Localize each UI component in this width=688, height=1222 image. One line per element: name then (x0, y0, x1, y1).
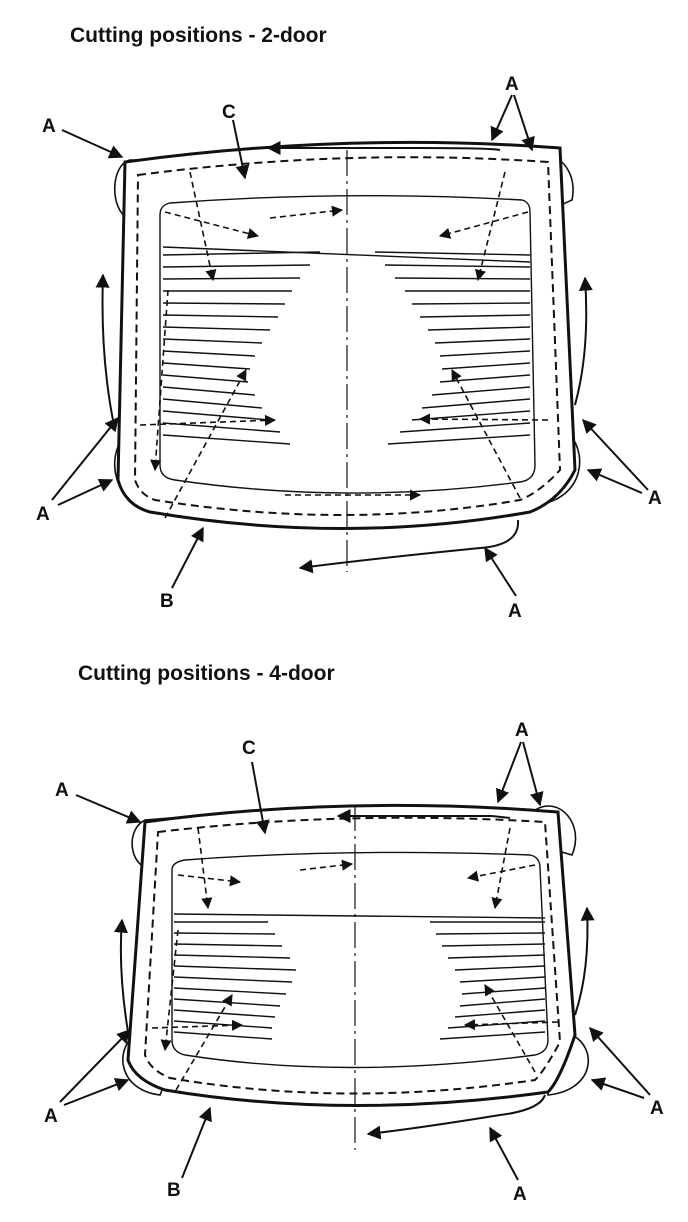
label-a: A (42, 116, 56, 137)
cut-line-dashed (143, 816, 562, 1095)
dashed-cut-arrows (151, 827, 559, 1091)
defroster-lines-right (430, 921, 546, 1040)
solid-cut-arrows (114, 809, 595, 1140)
defroster-lines-right (374, 251, 531, 445)
label-a: A (515, 720, 529, 741)
rear-window-2-door-drawing: A C A A A B A (36, 74, 662, 620)
rear-window-4-door-drawing: A C A A A B A (44, 720, 664, 1205)
solid-cut-arrows (95, 141, 593, 574)
label-a: A (650, 1098, 664, 1119)
glass-outline (116, 140, 577, 530)
label-a: A (648, 488, 662, 509)
label-b: B (167, 1180, 181, 1201)
label-a: A (44, 1106, 58, 1127)
label-c: C (242, 738, 256, 759)
defroster-lines-left (173, 921, 297, 1040)
defroster-top-bar (162, 246, 531, 263)
cut-line-dashed (133, 156, 562, 516)
label-a: A (508, 601, 522, 620)
label-leaders (51, 94, 649, 597)
inner-panel (171, 851, 549, 1069)
diagram-2-door: Cutting positions - 2-door (36, 24, 662, 620)
label-b: B (160, 591, 174, 612)
section-title-2-door: Cutting positions - 2-door (70, 24, 327, 47)
dashed-cut-arrows (139, 171, 549, 519)
label-c: C (222, 102, 236, 123)
section-title-4-door: Cutting positions - 4-door (78, 662, 335, 685)
label-a: A (513, 1184, 527, 1205)
diagram-4-door: Cutting positions - 4-door (0, 650, 688, 1222)
defroster-top-bar (173, 913, 546, 919)
label-a: A (55, 780, 69, 801)
label-a: A (36, 504, 50, 525)
label-a: A (505, 74, 519, 95)
label-leaders (59, 741, 651, 1181)
